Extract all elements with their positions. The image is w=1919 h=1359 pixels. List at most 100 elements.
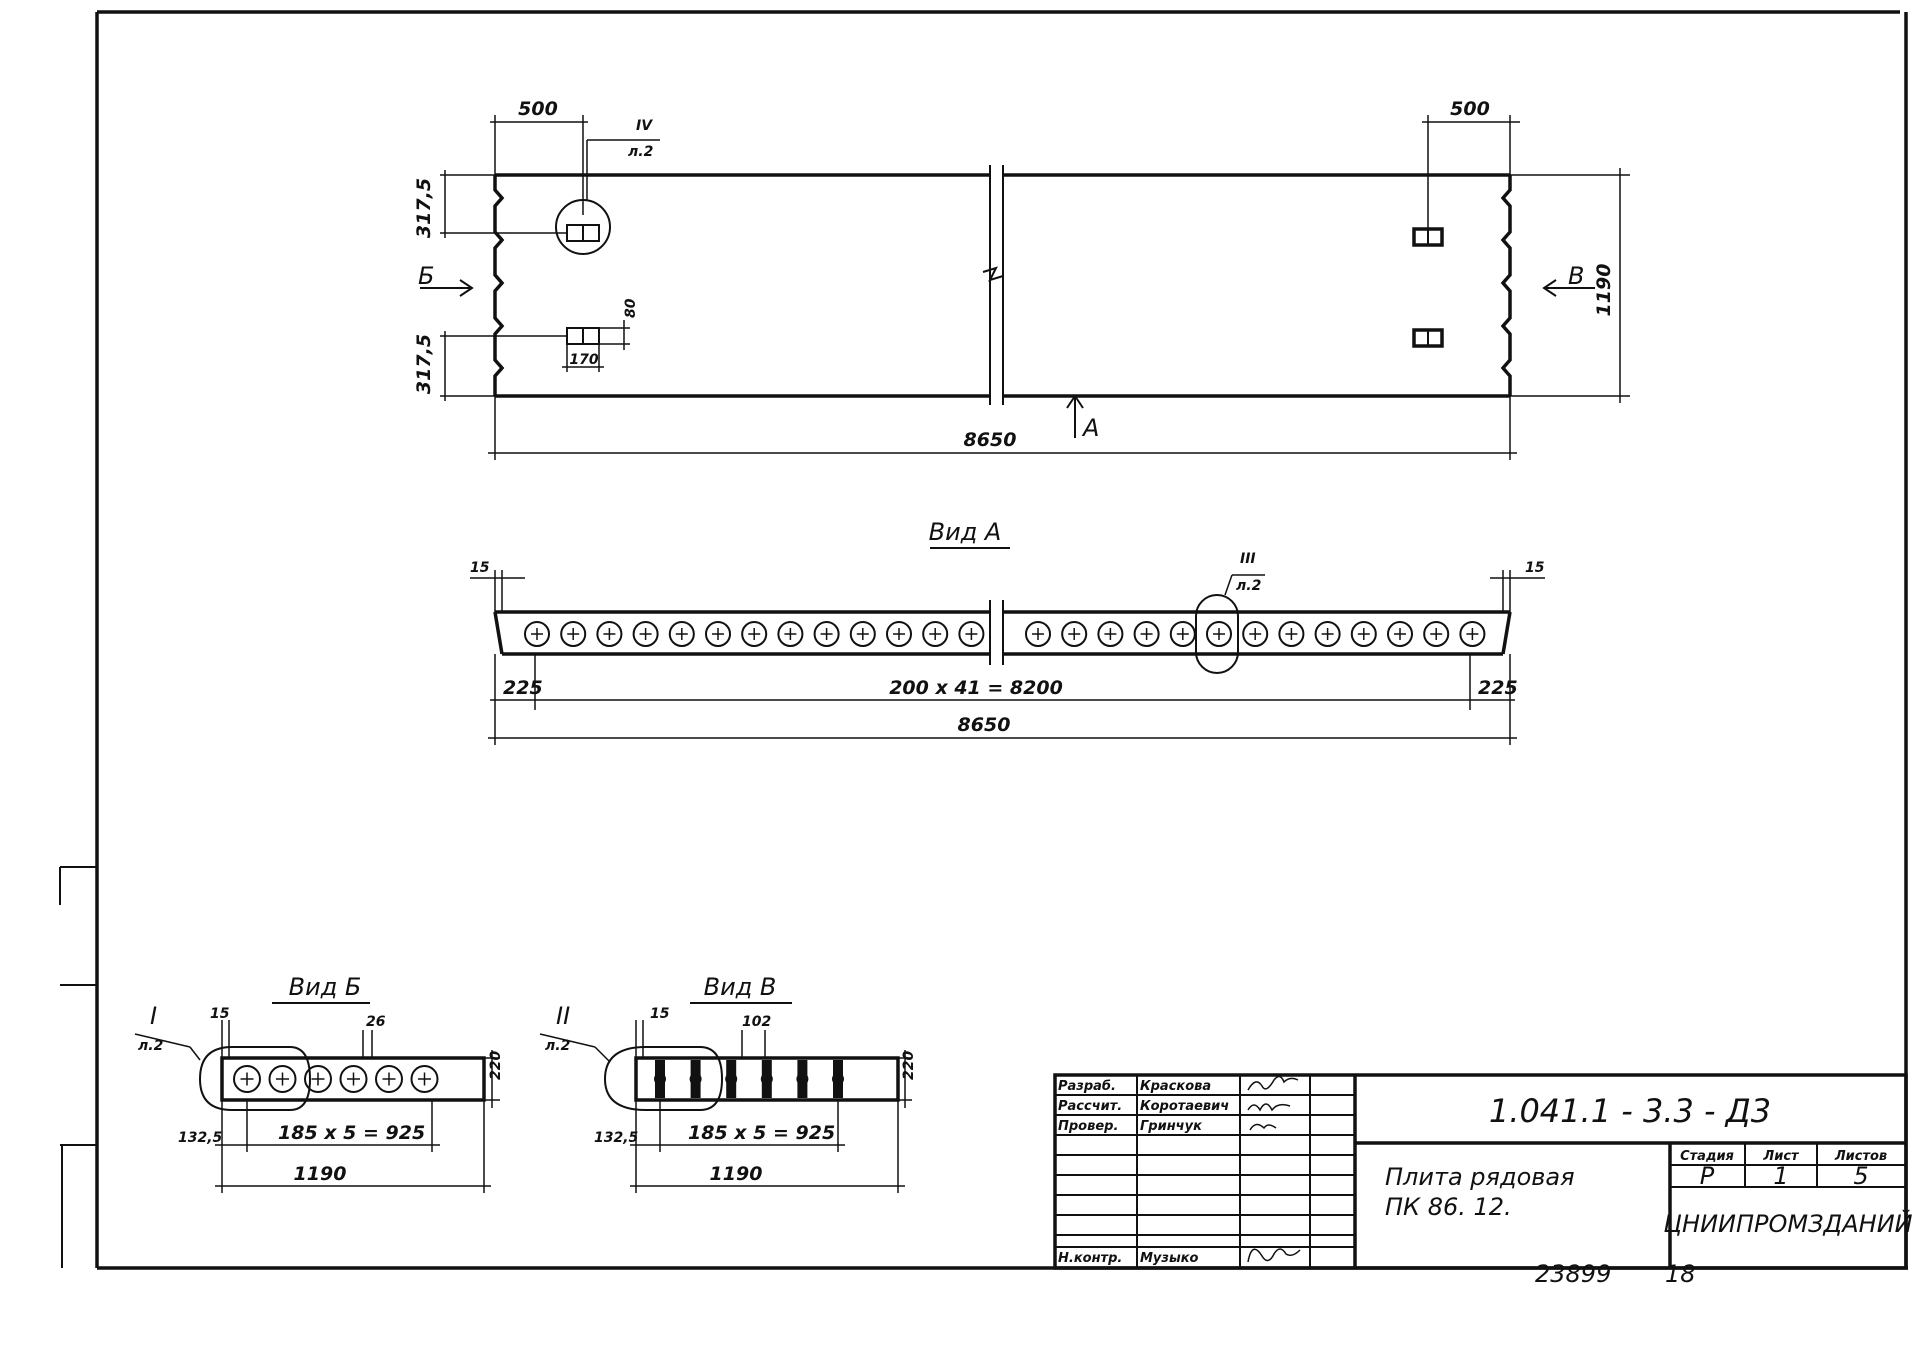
- role-check: Провер.: [1058, 1119, 1118, 1134]
- void-b-1: [268, 1065, 297, 1093]
- void-left-3: [632, 621, 659, 647]
- void-right-8: [1314, 621, 1341, 647]
- plan-dim-hole-w: 170: [569, 352, 598, 368]
- void-left-6: [741, 621, 768, 647]
- void-v-0: [654, 1073, 666, 1085]
- view-a-dim-end-left: 225: [503, 677, 543, 699]
- view-b-dim-width: 1190: [294, 1163, 347, 1185]
- plan-dim-length: 8650: [964, 429, 1017, 451]
- void-b-3: [339, 1065, 368, 1093]
- void-v-5: [832, 1073, 844, 1085]
- role-norm: Н.контр.: [1058, 1251, 1122, 1266]
- view-a-title: Вид А: [929, 518, 1002, 546]
- void-v-3: [760, 1073, 773, 1085]
- view-b-dim-edge: 15: [210, 1006, 230, 1022]
- view-v-dim-height: 220: [901, 1051, 917, 1080]
- void-right-7: [1278, 621, 1305, 647]
- view-b-dim-offset: 132,5: [178, 1130, 223, 1146]
- view-v-voids: [654, 1060, 844, 1098]
- view-a: Вид А III л.2 15 15 225 22: [470, 518, 1545, 745]
- signature-calc: [1247, 1103, 1291, 1112]
- void-right-2: [1097, 621, 1124, 647]
- void-right-0: [1025, 621, 1051, 647]
- view-a-callout-ellipse: [1195, 594, 1239, 674]
- lifting-loop-left-bottom: [566, 327, 600, 345]
- void-right-11: [1423, 621, 1450, 647]
- void-b-4: [375, 1065, 403, 1093]
- void-left-11: [922, 621, 949, 647]
- name-check: Гринчук: [1140, 1119, 1203, 1134]
- name-dev: Краскова: [1140, 1079, 1211, 1094]
- void-left-7: [777, 621, 804, 647]
- void-right-3: [1133, 621, 1160, 647]
- archive-number: 23899: [1535, 1260, 1611, 1288]
- signature-dev: [1247, 1075, 1299, 1091]
- view-v-callout-ellipse: [603, 1046, 724, 1111]
- view-b-dim-height: 220: [488, 1051, 504, 1080]
- plan-dim-side-bottom: 317,5: [413, 334, 435, 394]
- view-b-dim-spacing: 26: [366, 1014, 386, 1030]
- sheet-head: Лист: [1762, 1149, 1800, 1164]
- view-b: Вид Б I л.2 15 26 220 132,5 185 х 5 = 92…: [134, 973, 504, 1193]
- role-dev: Разраб.: [1058, 1079, 1116, 1094]
- organization: ЦНИИПРОМЗДАНИЙ: [1663, 1209, 1912, 1238]
- void-b-5: [410, 1065, 439, 1093]
- view-v: Вид В II л.2 15 102 220 132,5 185 х 5 = …: [539, 973, 917, 1193]
- plan-callout-sheet: л.2: [628, 144, 653, 160]
- void-right-1: [1061, 621, 1088, 647]
- view-b-voids: [233, 1065, 439, 1093]
- view-a-callout-sheet: л.2: [1236, 578, 1261, 594]
- void-left-5: [705, 621, 731, 647]
- view-b-dim-span: 185 х 5 = 925: [278, 1122, 425, 1144]
- void-right-10: [1387, 621, 1413, 647]
- view-v-dim-spacing: 102: [742, 1014, 771, 1030]
- lifting-loop-right-top: [1412, 227, 1444, 247]
- plan-dim-hole-h: 80: [623, 298, 639, 318]
- view-a-callout-node: III: [1240, 551, 1256, 567]
- view-a-dim-length: 8650: [958, 714, 1011, 736]
- void-left-12: [958, 621, 985, 647]
- signature-check: [1249, 1123, 1277, 1131]
- void-left-0: [524, 621, 550, 647]
- stage-value: Р: [1700, 1162, 1715, 1190]
- plan-dim-side-top: 317,5: [413, 178, 435, 238]
- sheet-frame: [59, 10, 1908, 1270]
- void-b-2: [304, 1065, 332, 1093]
- name-calc: Коротаевич: [1140, 1099, 1229, 1114]
- void-left-2: [596, 621, 623, 647]
- void-right-5: [1206, 621, 1232, 647]
- void-right-9: [1350, 621, 1377, 647]
- left-end-profile: [493, 175, 505, 396]
- void-left-1: [560, 621, 587, 647]
- right-end-profile: [1500, 175, 1512, 396]
- arrow-label-b: Б: [418, 262, 434, 290]
- void-left-4: [668, 621, 695, 647]
- view-v-callout-node: II: [556, 1002, 570, 1030]
- sheet-value: 1: [1773, 1162, 1788, 1190]
- title-block: Разраб. Краскова Рассчит. Коротаевич Про…: [1053, 1073, 1913, 1288]
- view-v-dim-edge: 15: [650, 1006, 670, 1022]
- signature-norm: [1247, 1248, 1301, 1263]
- view-v-dim-offset: 132,5: [594, 1130, 639, 1146]
- drawing-code: 1.041.1 - 3.3 - Д3: [1489, 1092, 1771, 1130]
- plan-dim-height: 1190: [1593, 264, 1615, 317]
- void-left-8: [813, 621, 840, 647]
- void-v-2: [725, 1073, 738, 1085]
- void-right-12: [1459, 621, 1486, 647]
- view-b-callout-node: I: [150, 1002, 157, 1030]
- void-v-4: [796, 1073, 809, 1085]
- void-v-1: [689, 1073, 702, 1085]
- view-b-callout-ellipse: [198, 1046, 312, 1111]
- view-v-dim-width: 1190: [710, 1163, 763, 1185]
- void-left-9: [849, 621, 876, 647]
- void-right-4: [1169, 621, 1196, 647]
- view-b-title: Вид Б: [289, 973, 362, 1001]
- drawing-name-line1: Плита рядовая: [1385, 1163, 1575, 1191]
- role-calc: Рассчит.: [1058, 1099, 1122, 1114]
- view-v-callout-sheet: л.2: [545, 1038, 570, 1054]
- sheets-value: 5: [1853, 1162, 1868, 1190]
- plan-dim-top-right: 500: [1450, 98, 1490, 120]
- archive-sheet: 18: [1665, 1260, 1696, 1288]
- void-b-0: [233, 1065, 261, 1093]
